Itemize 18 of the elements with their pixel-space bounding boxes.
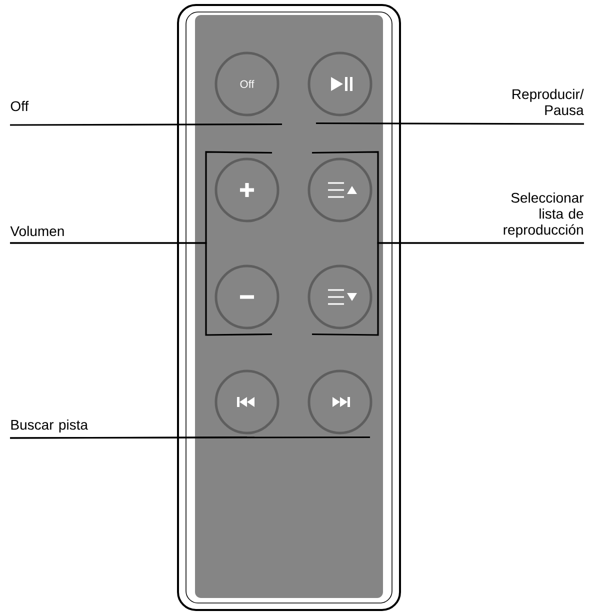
callout-label: Off bbox=[10, 100, 29, 112]
round-button bbox=[308, 370, 372, 434]
leader-line bbox=[10, 123, 282, 126]
leader-line bbox=[312, 242, 584, 336]
leader-line bbox=[10, 436, 370, 439]
round-button bbox=[214, 158, 280, 222]
leader-line bbox=[316, 122, 584, 125]
round-button bbox=[308, 158, 372, 222]
round-button bbox=[308, 52, 372, 116]
round-button bbox=[214, 264, 280, 330]
round-button: Off bbox=[214, 52, 280, 116]
callout-label: Reproducir/ Pausa bbox=[512, 88, 584, 116]
round-button bbox=[214, 370, 280, 434]
callout-label: Volumen bbox=[10, 226, 64, 236]
callout-label: Buscar pista bbox=[11, 419, 88, 433]
callout-label: Seleccionar lista de reproducción bbox=[504, 192, 584, 238]
round-button bbox=[308, 264, 372, 330]
leader-line bbox=[10, 242, 272, 336]
